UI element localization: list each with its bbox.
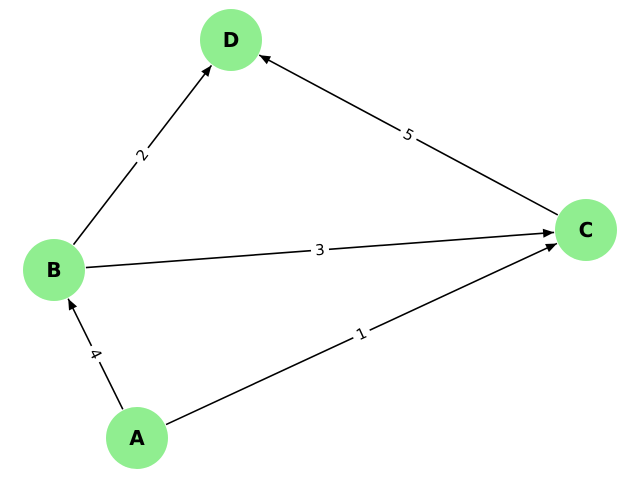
node-circle-C [555,199,617,261]
edge-weight-background [349,321,374,347]
node-circle-B [23,239,85,301]
edge-weight-C-D: 5 [396,122,421,148]
node-label-C: C [579,218,594,242]
edge-weight-A-C: 1 [349,321,374,347]
node-circle-D [200,9,262,71]
edge-weight-A-B: 4 [82,341,109,367]
node-circle-A [106,407,168,469]
nodes-layer: A B C D [23,9,617,469]
node-label-D: D [223,28,240,52]
edge-labels-layer: 2 5 3 4 1 [82,122,421,367]
edge-weight-label: 3 [315,241,326,260]
edge-weight-background [396,122,421,148]
edge-weight-B-C: 3 [310,239,330,261]
edges-layer [67,54,559,426]
edge-weight-B-D: 2 [129,142,156,168]
edge-weight-background [310,239,330,261]
node-label-A: A [129,426,145,450]
node-label-B: B [46,258,61,282]
edge-weight-background [129,142,156,168]
edge-weight-background [82,341,109,367]
